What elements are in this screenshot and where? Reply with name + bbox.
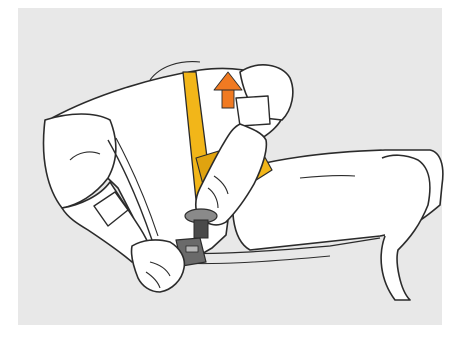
right-cuff [236,96,270,126]
knee-cap [381,155,430,300]
